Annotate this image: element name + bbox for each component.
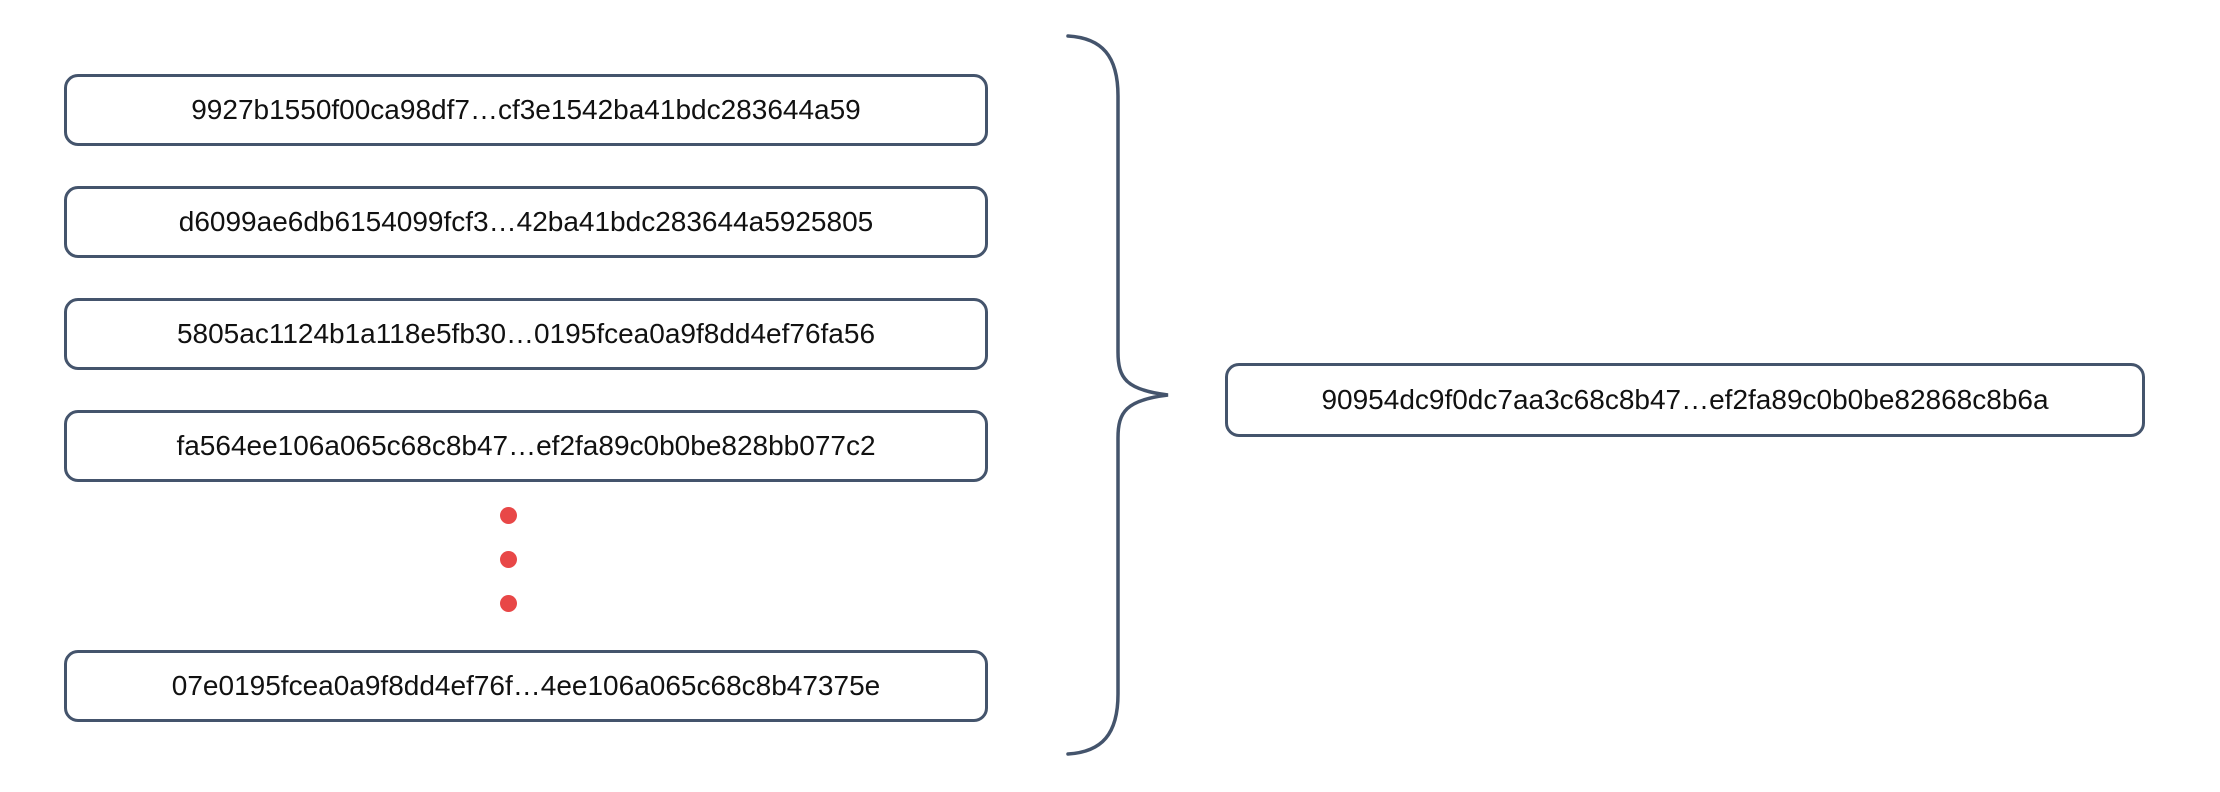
hash-text-5: 07e0195fcea0a9f8dd4ef76f…4ee106a065c68c8… xyxy=(171,670,881,701)
red-dot-3 xyxy=(500,595,517,612)
hash-box-input-3: 5805ac1124b1a118e5fb30…0195fcea0a9f8dd4e… xyxy=(64,298,988,370)
hash-text-4: fa564ee106a065c68c8b47…ef2fa89c0b0be828b… xyxy=(176,430,876,461)
hash-text-2: d6099ae6db6154099fcf3…42ba41bdc283644a59… xyxy=(178,206,874,237)
ellipsis-dots-icon xyxy=(500,507,517,612)
hash-box-result: 90954dc9f0dc7aa3c68c8b47…ef2fa89c0b0be82… xyxy=(1225,363,2145,437)
red-dot-1 xyxy=(500,507,517,524)
hash-box-input-1: 9927b1550f00ca98df7…cf3e1542ba41bdc28364… xyxy=(64,74,988,146)
hash-box-input-2: d6099ae6db6154099fcf3…42ba41bdc283644a59… xyxy=(64,186,988,258)
hash-box-input-4: fa564ee106a065c68c8b47…ef2fa89c0b0be828b… xyxy=(64,410,988,482)
red-dot-2 xyxy=(500,551,517,568)
hash-text-1: 9927b1550f00ca98df7…cf3e1542ba41bdc28364… xyxy=(191,94,861,125)
hash-text-3: 5805ac1124b1a118e5fb30…0195fcea0a9f8dd4e… xyxy=(176,318,876,349)
hash-box-input-5: 07e0195fcea0a9f8dd4ef76f…4ee106a065c68c8… xyxy=(64,650,988,722)
hash-text-result: 90954dc9f0dc7aa3c68c8b47…ef2fa89c0b0be82… xyxy=(1321,384,2049,415)
